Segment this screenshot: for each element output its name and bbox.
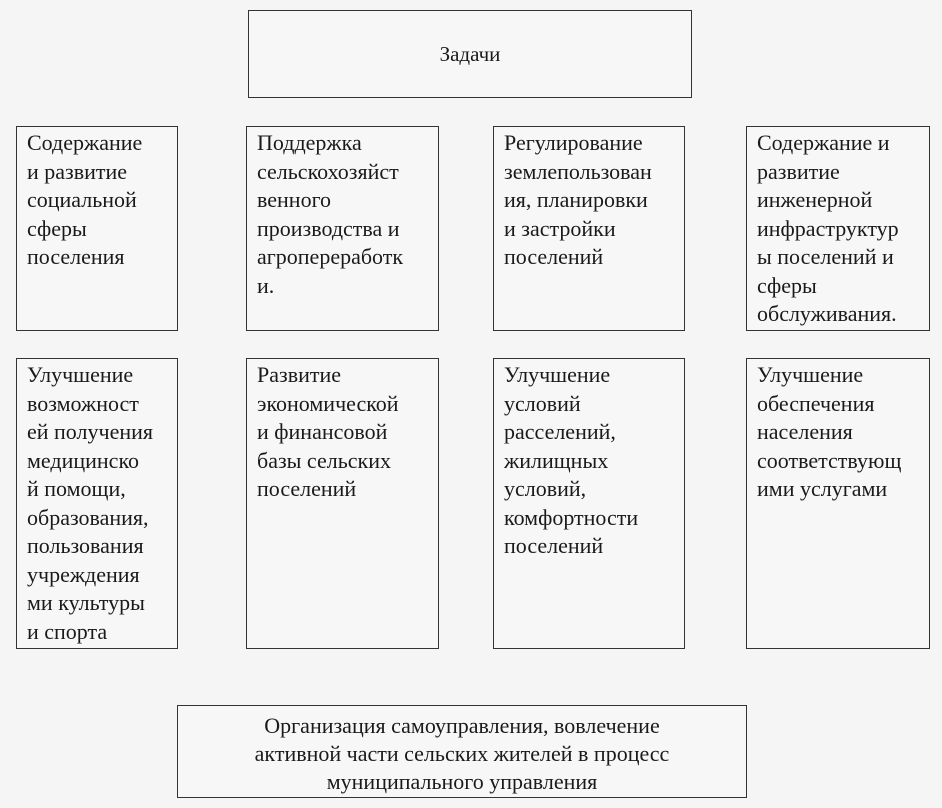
task-agriculture-support: Поддержка сельскохозяйст венного произво… [246, 126, 439, 331]
task-engineering-infrastructure: Содержание и развитие инженерной инфраст… [746, 126, 930, 331]
task-services-provision: Улучшение обеспечения населения соответс… [746, 358, 930, 649]
task-social-sphere: Содержание и развитие социальной сферы п… [16, 126, 178, 331]
tasks-title-box: Задачи [248, 10, 692, 98]
task-land-use-regulation: Регулирование землепользован ия, планиро… [493, 126, 685, 331]
task-economic-financial-base: Развитие экономической и финансовой базы… [246, 358, 439, 649]
self-government-box: Организация самоуправления, вовлечение а… [177, 705, 747, 798]
task-living-conditions: Улучшение условий расселений, жилищных у… [493, 358, 685, 649]
tasks-title: Задачи [439, 41, 501, 66]
task-medical-education-culture: Улучшение возможност ей получения медици… [16, 358, 178, 649]
